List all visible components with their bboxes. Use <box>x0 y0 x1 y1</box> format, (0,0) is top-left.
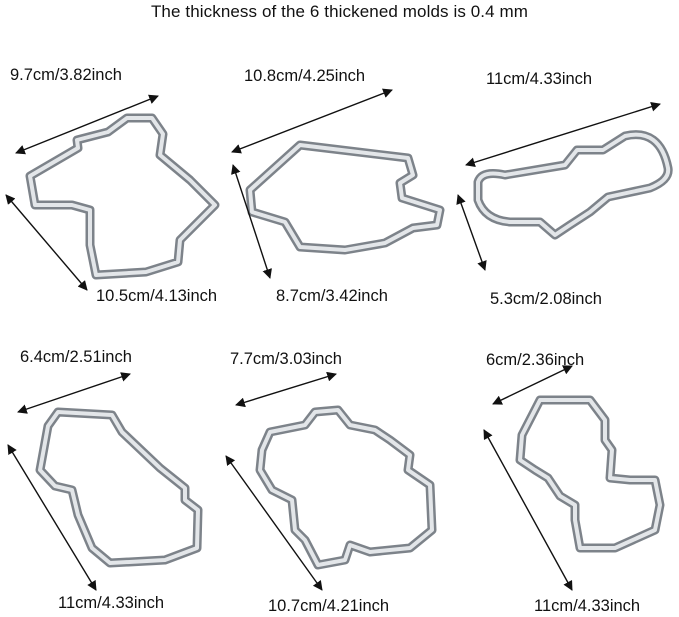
mold-cap <box>245 140 445 255</box>
header-text: The thickness of the 6 thickened molds i… <box>150 2 529 21</box>
arrow-number2-width <box>492 365 573 405</box>
arrow-plaque-height <box>225 455 323 591</box>
number-2-width-label: 6cm/2.36inch <box>486 351 585 369</box>
mold-number-2 <box>515 395 665 553</box>
arrow-cap-height <box>231 164 272 279</box>
gown-width-label: 6.4cm/2.51inch <box>20 348 132 366</box>
dress-width-label: 9.7cm/3.82inch <box>10 66 122 84</box>
arrow-diploma-height <box>456 194 487 271</box>
cap-height-label: 8.7cm/3.42inch <box>276 287 388 305</box>
arrow-dress-width <box>15 94 159 155</box>
mold-diploma <box>473 130 673 240</box>
plaque-height-label: 10.7cm/4.21inch <box>268 597 390 615</box>
gown-height-label: 11cm/4.33inch <box>58 594 165 612</box>
arrow-number2-height <box>483 429 573 591</box>
diploma-width-label: 11cm/4.33inch <box>486 70 593 88</box>
arrow-dress-height <box>5 194 88 291</box>
cap-width-label: 10.8cm/4.25inch <box>244 67 366 85</box>
mold-plaque <box>255 405 437 570</box>
arrow-cap-width <box>231 88 393 154</box>
dimension-arrows <box>5 88 661 591</box>
plaque-width-label: 7.7cm/3.03inch <box>230 350 342 368</box>
arrow-gown-width <box>17 372 131 414</box>
arrow-plaque-width <box>235 371 337 408</box>
diploma-height-label: 5.3cm/2.08inch <box>490 290 602 308</box>
number-2-height-label: 11cm/4.33inch <box>534 597 641 615</box>
mold-dress <box>25 113 220 280</box>
arrow-diploma-width <box>465 101 661 168</box>
arrow-gown-height <box>7 444 97 591</box>
dress-height-label: 10.5cm/4.13inch <box>96 287 218 305</box>
mold-gown <box>35 407 203 568</box>
